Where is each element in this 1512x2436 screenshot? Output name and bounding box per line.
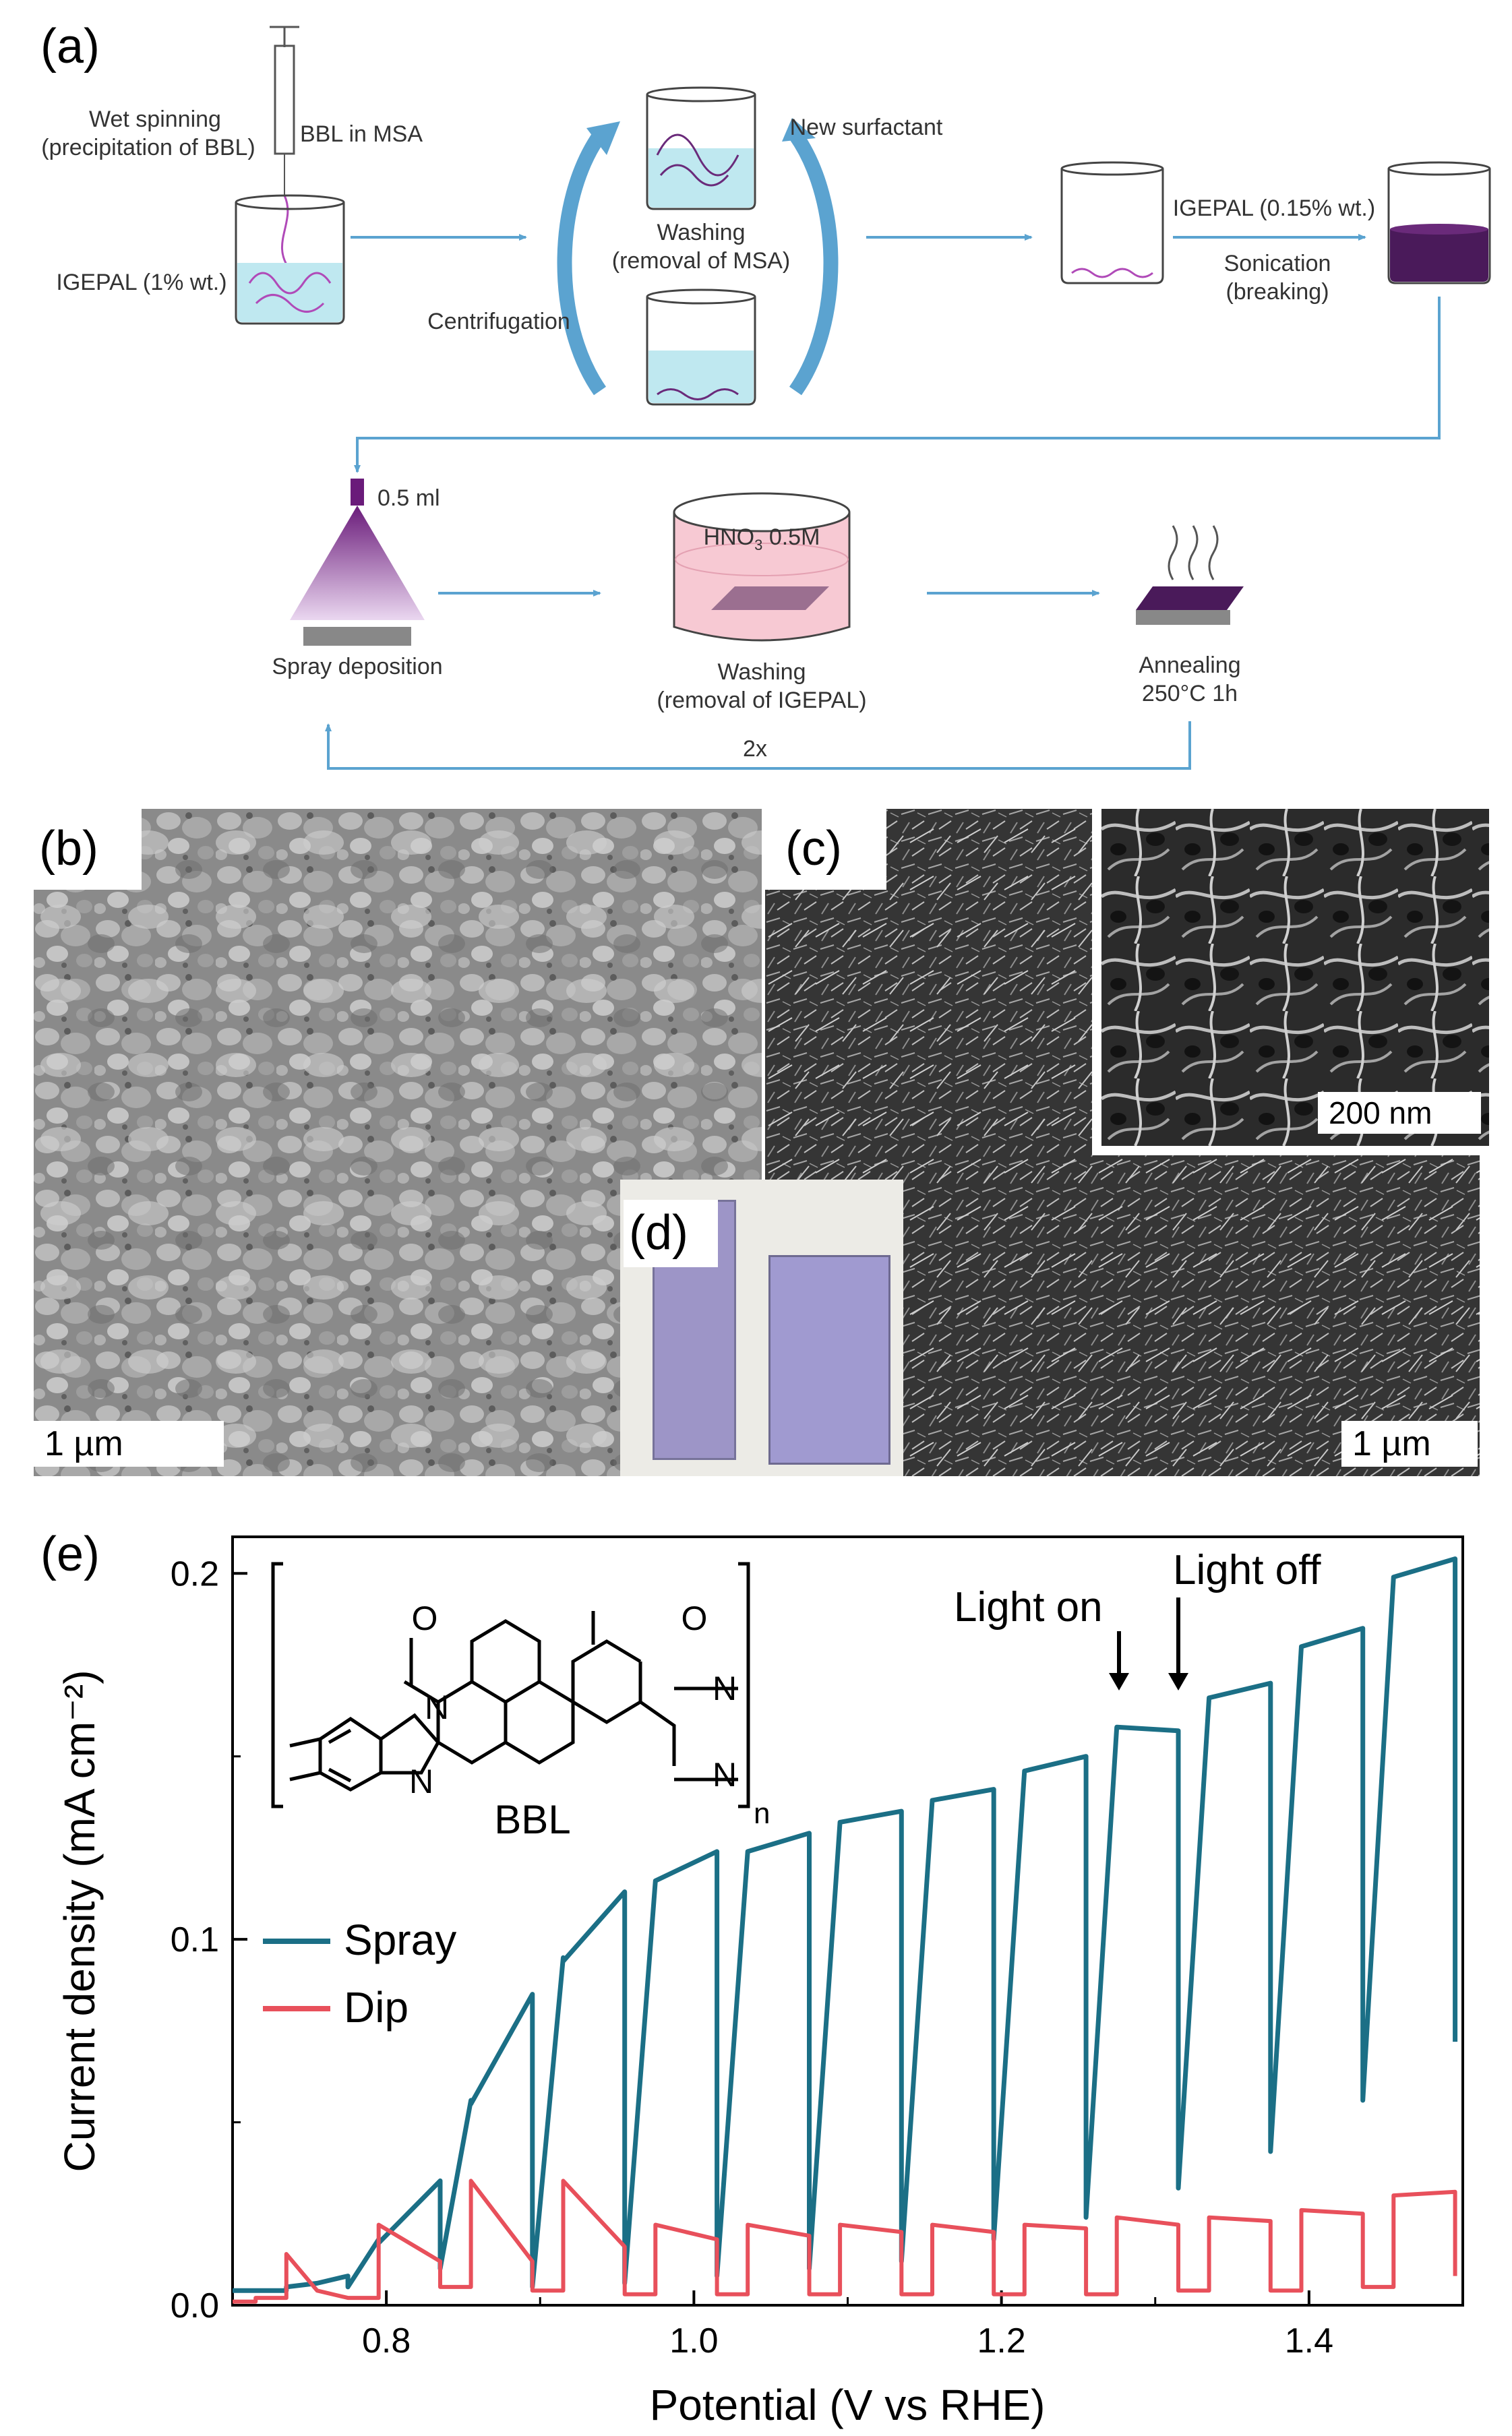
sample-spray [768,1255,890,1465]
y-axis-label: Current density (mA cm⁻²) [55,1670,104,2172]
spray-nozzle-icon [290,479,425,646]
legend-dip-label: Dip [344,1983,409,2032]
hno3-subscript: 3 [754,536,763,553]
atom-n-1: N [425,1688,449,1726]
igepal-015-label: IGEPAL (0.15% wt.) [1172,195,1376,221]
bbl-subscript: n [754,1797,770,1830]
hno3-label: HNO3 0.5M [694,524,829,554]
x-axis-label: Potential (V vs RHE) [650,2381,1046,2429]
y-tick-label: 0.0 [171,2286,219,2325]
washing-label: Washing [657,220,746,245]
x-tick-label: 1.2 [977,2321,1025,2361]
y-tick-label: 0.2 [171,1554,219,1593]
hno3-formula: HNO [703,524,755,550]
x-tick-label: 0.8 [362,2321,411,2361]
series-lines [233,1556,1458,2304]
wet-spinning-label: Wet spinning [89,106,221,132]
chart-e: 0.8 1.0 1.2 1.4 0.0 0.1 0.2 Current density (m… [55,1535,1464,2429]
new-surfactant-label: New surfactant [789,115,943,140]
removal-igepal-label: (removal of IGEPAL) [657,688,867,713]
x-tick-label: 1.4 [1285,2321,1333,2361]
igepal-1-label: IGEPAL (1% wt.) [56,270,227,295]
sem-inset-texture [1101,809,1489,1146]
atom-o-left: O [412,1600,438,1637]
beaker-icon [235,194,345,325]
y-tick-label: 0.1 [171,1920,219,1959]
panel-d-letter: (d) [629,1206,688,1260]
precipitation-label: (precipitation of BBL) [41,135,255,160]
removal-msa-label: (removal of MSA) [611,248,791,274]
beaker-icon [646,86,756,210]
bbl-atoms: O O N N N N [409,1600,737,1800]
light-off-arrow [1168,1597,1188,1691]
atom-n-4: N [713,1756,737,1794]
bbl-in-msa-label: BBL in MSA [300,121,423,147]
acid-bath-icon [673,492,851,642]
legend-spray-label: Spray [344,1916,456,1964]
atom-o-right: O [682,1600,708,1637]
repeat-label: 2x [743,736,767,762]
panel-b-letter: (b) [39,822,98,876]
panel-b-letter-bg [34,809,142,890]
axis-ticks: 0.8 1.0 1.2 1.4 0.0 0.1 0.2 [171,1554,1464,2361]
x-tick-label: 1.0 [669,2321,718,2361]
panel-c-letter-bg [765,809,886,890]
beaker-icon [646,288,756,406]
light-on-annotation: Light on [954,1584,1103,1631]
series-line-dip [233,2179,1457,2304]
panel-a-letter: (a) [40,20,100,73]
bbl-label: BBL [494,1797,570,1842]
annealing-label: Annealing [1139,652,1241,678]
atom-n-3: N [713,1670,737,1707]
centrifugation-label: Centrifugation [427,309,570,334]
panel-c-letter: (c) [785,822,842,876]
anneal-condition-label: 250°C 1h [1141,681,1238,706]
breaking-label: (breaking) [1226,279,1329,305]
beaker-icon [1060,161,1164,284]
spray-deposition-label: Spray deposition [272,654,443,679]
bbl-structure [271,1562,750,1808]
panel-d-letter-bg [624,1200,718,1267]
scale-bar-c-inset: 200 nm [1318,1092,1481,1134]
scale-bar-c: 1 µm [1341,1421,1478,1467]
schematic-diagram [235,26,1491,770]
panel-e-letter: (e) [40,1527,100,1581]
syringe-icon [270,26,299,270]
hno3-concentration: 0.5M [768,524,820,550]
beaker-icon [1387,161,1491,284]
light-on-arrow [1109,1631,1129,1691]
washing2-label: Washing [717,659,806,685]
scale-bar-b: 1 µm [34,1421,224,1467]
annealing-icon [1136,525,1244,625]
sonication-label: Sonication [1223,251,1331,276]
atom-n-2: N [409,1763,433,1800]
light-off-annotation: Light off [1173,1547,1321,1593]
volume-label: 0.5 ml [377,485,440,511]
